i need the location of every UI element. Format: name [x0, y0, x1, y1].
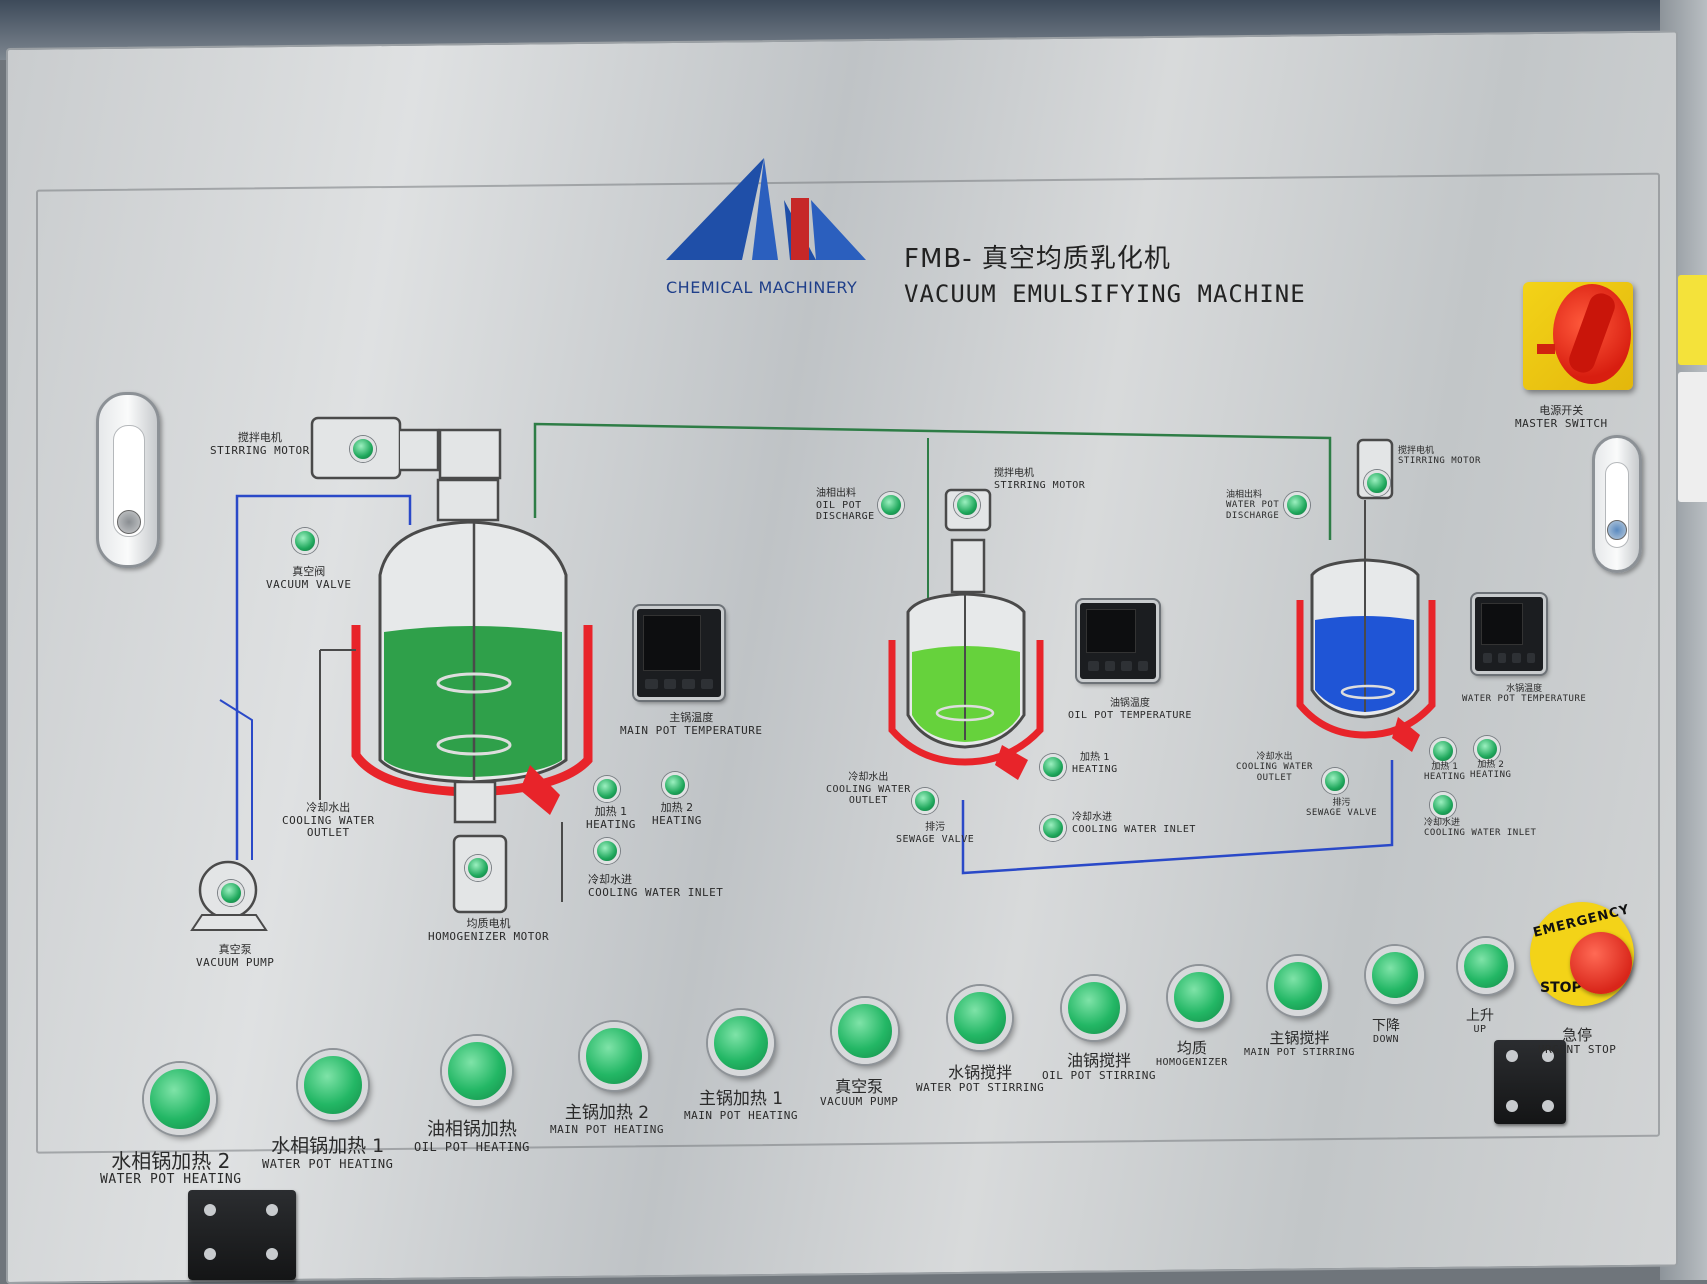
master-switch[interactable] — [1523, 282, 1633, 390]
main-pot-vessel — [319, 428, 593, 902]
main-cooling-inlet-lamp — [594, 838, 620, 864]
homogenizer-motor-lamp — [465, 855, 491, 881]
brand-name: CHEMICAL MACHINERY — [666, 278, 858, 297]
vacuum-pump-lamp — [218, 880, 244, 906]
main-pot-stirring-button[interactable] — [1268, 956, 1328, 1016]
main-heating2-lamp — [662, 772, 688, 798]
water-discharge-lamp — [1284, 492, 1310, 518]
brand-logo: CHEMICAL MACHINERY — [666, 150, 881, 300]
side-warning-sticker — [1678, 275, 1707, 365]
right-door-latch[interactable] — [1592, 435, 1642, 573]
main-pot-heating-1-button[interactable] — [708, 1010, 774, 1076]
water-pot-heating-2-button[interactable] — [144, 1063, 216, 1135]
oil-heating1-lamp — [1040, 754, 1066, 780]
left-door-latch[interactable] — [96, 392, 160, 568]
oil-cooling-inlet-lamp — [1040, 815, 1066, 841]
oil-stirring-motor-lamp — [954, 492, 980, 518]
down-button[interactable] — [1366, 946, 1424, 1004]
oil-pot-vessel — [888, 488, 1044, 780]
water-pot-stirring-button[interactable] — [948, 986, 1012, 1050]
water-sewage-lamp — [1322, 768, 1348, 794]
side-warning-label — [1678, 372, 1707, 502]
green-pipe-header — [533, 422, 1332, 540]
main-pot-heating-2-button[interactable] — [580, 1022, 648, 1090]
blue-pipe-vacuum — [235, 494, 412, 860]
oil-discharge-lamp — [878, 492, 904, 518]
homogenizer-button[interactable] — [1168, 966, 1230, 1028]
vacuum-valve-lamp — [292, 528, 318, 554]
emergency-stop-button[interactable]: EMERGENCY STOP — [1530, 902, 1634, 1006]
machine-title-cn: FMB- 真空均质乳化机 — [904, 244, 1171, 274]
brand-logo-icon — [666, 158, 866, 260]
oil-pot-stirring-button[interactable] — [1062, 976, 1126, 1040]
water-cooling-inlet-lamp — [1430, 792, 1456, 818]
hinge-bottom — [188, 1190, 296, 1280]
oil-pot-temperature-controller[interactable] — [1077, 600, 1159, 682]
vacuum-pump-button[interactable] — [832, 998, 898, 1064]
water-pot-vessel — [1296, 438, 1436, 752]
oil-sewage-lamp — [912, 788, 938, 814]
water-pot-heating-1-button[interactable] — [298, 1050, 368, 1120]
keyhole-icon — [117, 510, 141, 534]
keyhole-icon — [1607, 520, 1627, 540]
up-button[interactable] — [1458, 938, 1514, 994]
water-heating2-lamp — [1474, 736, 1500, 762]
blue-pipe-vacuum-2 — [219, 699, 253, 860]
blue-pipe-return — [961, 760, 1394, 875]
main-pot-temperature-controller[interactable] — [634, 606, 724, 700]
machine-title-en: VACUUM EMULSIFYING MACHINE — [904, 280, 1306, 308]
oil-pot-heating-button[interactable] — [442, 1036, 512, 1106]
water-pot-temperature-controller[interactable] — [1472, 594, 1546, 674]
hinge-right — [1494, 1040, 1566, 1124]
water-stirring-motor-lamp — [1364, 470, 1390, 496]
water-heating1-lamp — [1430, 738, 1456, 764]
main-stirring-motor-lamp — [350, 436, 376, 462]
main-heating1-lamp — [594, 776, 620, 802]
